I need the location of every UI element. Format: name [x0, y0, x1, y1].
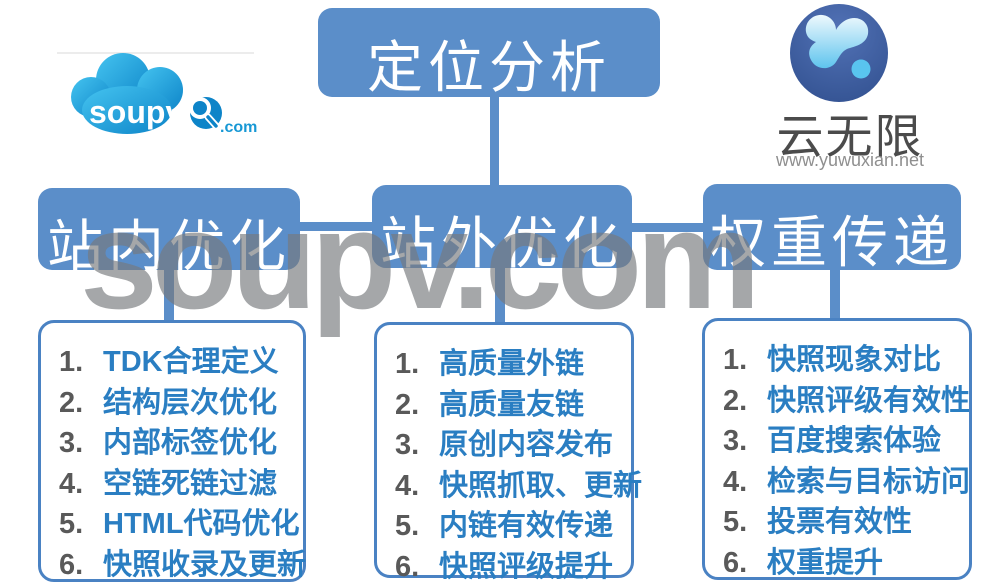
- item-text: HTML代码优化: [103, 508, 300, 540]
- item-text: 高质量外链: [439, 348, 585, 380]
- node-offsite-label: 站外优化: [380, 212, 624, 275]
- item-text: 快照评级提升: [439, 550, 614, 583]
- item-number: 5.: [59, 508, 84, 540]
- list-item: 6. 快照收录及更新: [59, 541, 306, 582]
- item-text: 内部标签优化: [103, 427, 278, 459]
- item-text: 快照抓取、更新: [439, 469, 643, 502]
- item-number: 1.: [395, 348, 420, 380]
- list-item: 6. 权重提升: [723, 539, 963, 580]
- node-onsite-optimization: 站内优化: [38, 188, 300, 278]
- list-onsite-optimization: 1. TDK合理定义 2. 结构层次优化 3. 内部标签优化 4. 空链死链过滤 5. H…: [38, 320, 306, 582]
- item-number: 4.: [723, 465, 748, 498]
- item-text: TDK合理定义: [103, 346, 279, 378]
- list-item: 3. 原创内容发布: [395, 421, 625, 462]
- list-weight-transfer: 1. 快照现象对比 2. 快照评级有效性 3. 百度搜索体验 4. 检索与目标访问 5.…: [702, 318, 972, 580]
- list-item: 5. HTML代码优化: [59, 500, 300, 541]
- item-number: 6.: [59, 548, 84, 581]
- item-text: 快照评级有效性: [767, 384, 971, 417]
- item-number: 4.: [59, 467, 84, 500]
- item-number: 2.: [395, 388, 420, 421]
- node-weight-label: 权重传递: [710, 211, 954, 274]
- connector-left-to-list: [164, 268, 174, 324]
- item-number: 6.: [395, 550, 420, 583]
- list-item: 3. 内部标签优化: [59, 419, 297, 460]
- connector-mid-to-list: [495, 266, 505, 326]
- item-number: 1.: [59, 346, 84, 378]
- item-number: 5.: [723, 506, 748, 538]
- item-text: 内链有效传递: [439, 510, 614, 542]
- item-number: 2.: [59, 386, 84, 419]
- soupv-brand-text: soupv: [89, 94, 183, 130]
- list-item: 2. 结构层次优化: [59, 379, 297, 420]
- magnifier-icon: [189, 97, 222, 131]
- list-item: 3. 百度搜索体验: [723, 417, 963, 458]
- yunwuxian-brand-text: 云无限: [776, 110, 924, 163]
- list-item: 1. 高质量外链: [395, 340, 625, 381]
- list-item: 5. 内链有效传递: [395, 502, 625, 543]
- item-text: 结构层次优化: [103, 386, 278, 419]
- item-text: 空链死链过滤: [103, 467, 278, 500]
- item-text: 高质量友链: [439, 388, 585, 421]
- item-text: 快照现象对比: [767, 344, 942, 376]
- item-number: 4.: [395, 469, 420, 502]
- item-text: 原创内容发布: [439, 429, 614, 461]
- node-root: 定位分析: [318, 8, 660, 99]
- node-weight-transfer: 权重传递: [703, 184, 961, 274]
- item-number: 3.: [395, 429, 420, 461]
- item-text: 快照收录及更新: [103, 548, 307, 581]
- yunwuxian-site-text: www.yuwuxian.net: [775, 150, 925, 170]
- cloud-icon: [71, 53, 183, 134]
- item-number: 6.: [723, 546, 748, 579]
- item-number: 3.: [723, 425, 748, 457]
- node-root-label: 定位分析: [367, 36, 611, 99]
- item-number: 3.: [59, 427, 84, 459]
- list-item: 2. 高质量友链: [395, 381, 625, 422]
- node-onsite-label: 站内优化: [47, 215, 291, 278]
- soupv-logo: soupv .com: [71, 53, 257, 136]
- connector-left-to-mid: [296, 222, 376, 231]
- item-number: 5.: [395, 510, 420, 542]
- item-text: 权重提升: [767, 546, 884, 579]
- list-item: 4. 检索与目标访问: [723, 458, 970, 499]
- list-item: 5. 投票有效性: [723, 498, 963, 539]
- item-number: 2.: [723, 384, 748, 417]
- item-text: 投票有效性: [767, 506, 913, 538]
- list-item: 4. 快照抓取、更新: [395, 462, 642, 503]
- list-item: 1. TDK合理定义: [59, 338, 297, 379]
- list-offsite-optimization: 1. 高质量外链 2. 高质量友链 3. 原创内容发布 4. 快照抓取、更新 5. 内链有…: [374, 322, 642, 583]
- node-offsite-optimization: 站外优化: [372, 185, 632, 275]
- list-item: 6. 快照评级提升: [395, 543, 625, 584]
- connector-right-to-list: [830, 268, 840, 322]
- connector-root-to-mid: [490, 95, 499, 190]
- divider-line: [57, 52, 254, 54]
- item-text: 百度搜索体验: [767, 425, 942, 457]
- item-text: 检索与目标访问: [767, 465, 971, 498]
- list-item: 1. 快照现象对比: [723, 336, 963, 377]
- list-item: 2. 快照评级有效性: [723, 377, 970, 418]
- item-number: 1.: [723, 344, 748, 376]
- list-item: 4. 空链死链过滤: [59, 460, 297, 501]
- yunwuxian-logo-icon: [790, 4, 888, 102]
- connector-mid-to-right: [628, 223, 708, 232]
- soupv-com-text: .com: [220, 119, 257, 136]
